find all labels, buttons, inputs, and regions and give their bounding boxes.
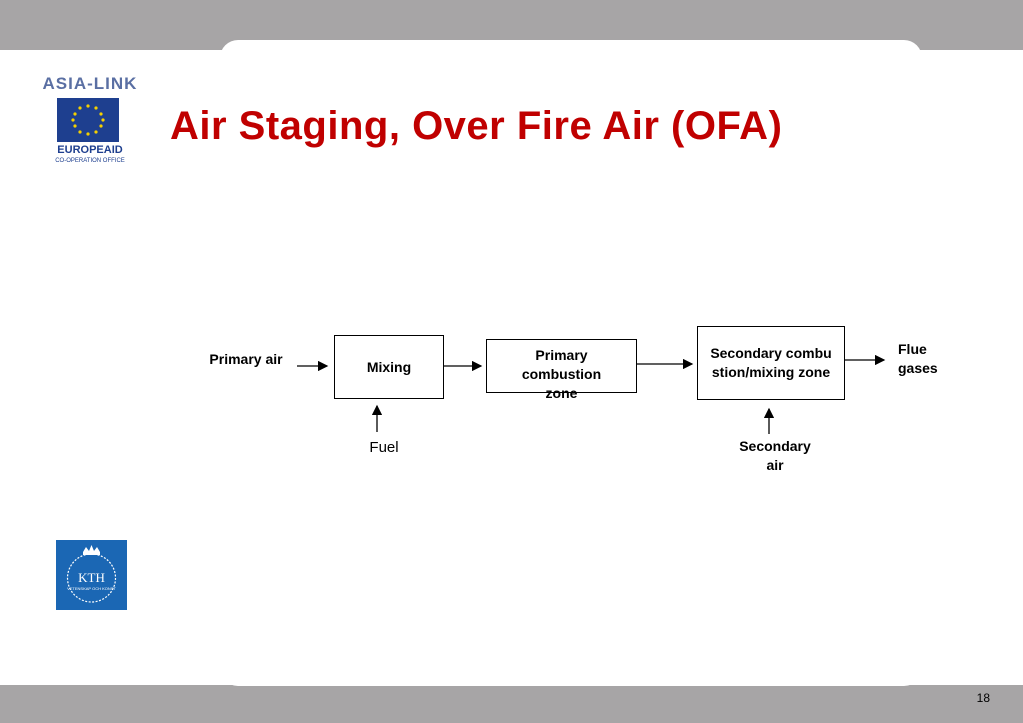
eu-flag-icon [57, 98, 119, 142]
secondary-air-label: Secondary air [739, 438, 811, 473]
primary-combustion-zone-label: Primary combustion zone [521, 347, 602, 401]
primary-combustion-zone-box: Primary combustion zone [486, 339, 637, 401]
asia-link-logo: ASIA-LINK EUROPEAID CO-OPERATION OFFICE [42, 70, 138, 170]
page-number: 18 [976, 691, 990, 705]
kth-logo: KTH VETENSKAP OCH KONST [56, 540, 127, 610]
flue-gases-label: Flue gases [898, 341, 938, 376]
mixing-box-label: Mixing [366, 358, 412, 375]
kth-crest-icon: KTH VETENSKAP OCH KONST [66, 545, 116, 603]
europeaid-wordmark: EUROPEAID [57, 144, 123, 156]
secondary-combustion-zone-label: Secondary combustion/mixing zone [710, 345, 832, 380]
mixing-box: Mixing [334, 335, 444, 399]
fuel-label: Fuel [369, 439, 399, 456]
secondary-combustion-zone-box: Secondary combustion/mixing zone [697, 326, 845, 400]
europeaid-subtitle: CO-OPERATION OFFICE [55, 158, 125, 164]
kth-motto: VETENSKAP OCH KONST [67, 586, 116, 591]
kth-text: KTH [78, 570, 105, 585]
asia-link-wordmark: ASIA-LINK [42, 74, 138, 93]
page-title: Air Staging, Over Fire Air (OFA) [170, 104, 783, 148]
primary-air-label: Primary air [209, 351, 283, 367]
